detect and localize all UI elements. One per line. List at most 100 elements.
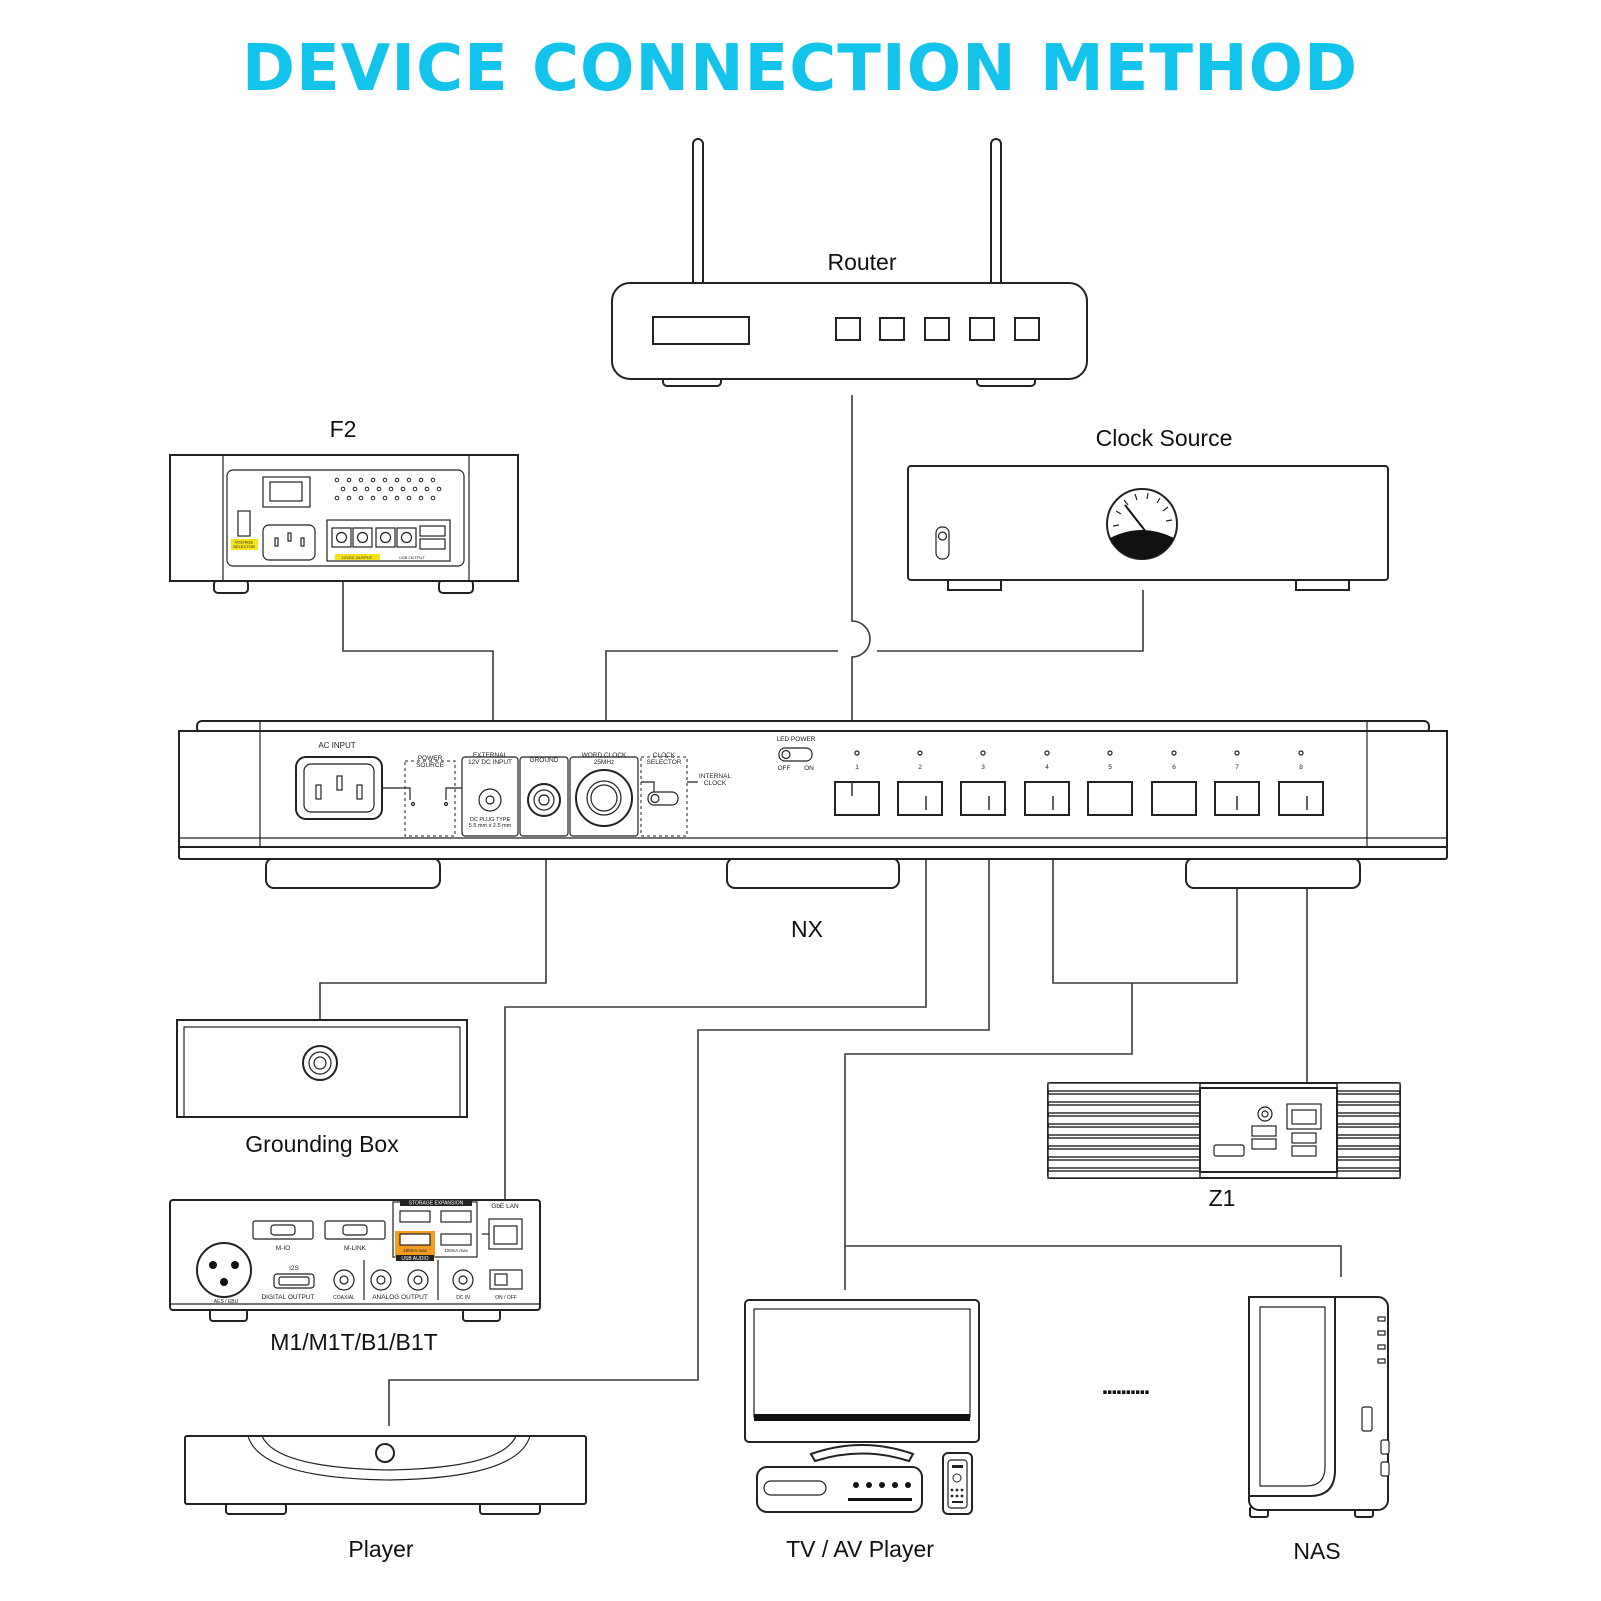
z1-lan-port-inner (1291, 1109, 1317, 1125)
m1-analog-left-core (376, 1275, 386, 1285)
nx-power-source-lines (382, 787, 462, 800)
nx-led-power-knob (781, 749, 791, 760)
m1-analog-right-jack (407, 1269, 429, 1291)
nx-port-3-number: 3 (981, 764, 985, 771)
nx-port-3: 3 (960, 750, 1006, 816)
nx-internal-clock-label-2: CLOCK (704, 780, 727, 787)
f2-voltage-label-bg (231, 539, 258, 550)
m1-analog-output-label: ANALOG OUTPUT (372, 1294, 428, 1301)
nx-port-5-jack (1087, 781, 1133, 816)
f2-voltage-label-2: SELECTOR (233, 544, 255, 549)
clock-source-device (907, 465, 1389, 591)
m1-xlr-pin-2 (231, 1261, 239, 1269)
m1-coaxial-jack (333, 1269, 355, 1291)
nx-port-6: 6 (1151, 750, 1197, 816)
nas-led-3 (1377, 1344, 1386, 1350)
m1-analog-left-jack (370, 1269, 392, 1291)
f2-device: VOLTAGE SELECTOR 12VDC OUTPUT USB OUTPUT (169, 454, 519, 594)
nas-led-2 (1377, 1330, 1386, 1336)
nx-port-2-jack (897, 781, 943, 816)
f2-voltage-switch (237, 510, 251, 537)
tv-stand (809, 1444, 915, 1463)
av-player-bar (848, 1498, 912, 1501)
m1-usb-audio-label: USB AUDIO (401, 1256, 428, 1262)
nx-led-power-switch (778, 747, 813, 762)
m1-usb-audio-label-bg (396, 1255, 434, 1261)
m1-usb-current-2: 100mA max (444, 1248, 469, 1253)
nx-led-off-label: OFF (778, 765, 791, 772)
nx-foot-center (726, 857, 900, 889)
f2-dc-out-4-ring (400, 531, 413, 544)
z1-device (1047, 1082, 1401, 1179)
m1-i2s-port (273, 1273, 315, 1289)
nx-dc-plug-label-1: DC PLUG TYPE (470, 817, 511, 823)
av-player-display (763, 1480, 827, 1496)
nx-clock-selector-label-1: CLOCK (653, 752, 676, 759)
nx-port-2-number: 2 (918, 764, 922, 771)
nx-port-4-jack (1024, 781, 1070, 816)
nx-ground-terminal-ring (533, 789, 555, 811)
m1-digital-output-label: DIGITAL OUTPUT (261, 1294, 314, 1301)
grounding-box-device (176, 1019, 468, 1118)
router-antenna-left (692, 138, 704, 288)
nx-port-8: 8 (1278, 750, 1324, 816)
player-disc-tray (247, 1435, 531, 1481)
m1-m-io-port (252, 1220, 314, 1240)
nx-ac-pin-r (356, 784, 363, 800)
nx-dc-input-jack-pin (485, 795, 495, 805)
m1-analog-right-core (413, 1275, 423, 1285)
nas-led-1 (1377, 1316, 1386, 1322)
router-label: Router (827, 249, 896, 275)
nx-led-on-label: ON (804, 765, 814, 772)
clock-meter-base (1110, 530, 1174, 559)
m1-storage-expansion-label-bg (400, 1199, 472, 1206)
f2-output-label-b: USB OUTPUT (399, 555, 425, 560)
av-player-dots (853, 1482, 911, 1488)
clock-switch-knob (937, 531, 948, 541)
nx-ground-terminal-core (538, 794, 550, 806)
wire-port3-player (388, 810, 990, 1426)
f2-output-label-bg (335, 554, 380, 560)
f2-dc-out-2-ring (356, 531, 369, 544)
router-device (611, 138, 1088, 387)
m1-aes-ebu-label: AES / EBU (214, 1299, 239, 1305)
z1-lan-port (1286, 1103, 1322, 1130)
tv-screen (753, 1308, 971, 1418)
m1-m-link-label: M-LINK (344, 1245, 367, 1252)
m1-gbe-lan-inner (493, 1225, 518, 1245)
grounding-box-terminal (302, 1045, 338, 1081)
nx-port-wire-stubs (851, 782, 1308, 810)
player-label: Player (348, 1536, 414, 1562)
nx-clock-selector-switch (647, 791, 679, 806)
f2-dc-out-3-ring (379, 531, 392, 544)
clock-power-switch (935, 526, 950, 560)
m1-device: AES / EBU M-IO M-LINK STORAGE EXPANSION … (169, 1199, 541, 1322)
nx-dc-plug-label-2: 5.5 mm x 2.5 mm (469, 823, 512, 829)
m1-m-io-inner (270, 1224, 296, 1236)
z1-usb-port-2 (1251, 1138, 1277, 1150)
m1-usb-port-4 (440, 1233, 472, 1246)
nx-word-clock-bnc (575, 769, 633, 827)
f2-usb-out-1 (419, 525, 446, 537)
nx-ground-terminal (527, 783, 561, 817)
m1-m-link-inner (342, 1224, 368, 1236)
nas-led-4 (1377, 1358, 1386, 1364)
nas-side-button-1 (1380, 1439, 1390, 1455)
nx-clock-selector-knob (650, 793, 660, 804)
m1-dc-in-label: DC IN (456, 1295, 470, 1301)
nx-internal-clock-label-1: INTERNAL (699, 773, 732, 780)
wire-port2-m1 (504, 810, 927, 1239)
nx-ac-pin-m (336, 775, 343, 791)
nx-power-source-label-1: POWER (418, 755, 443, 762)
z1-fins-left (1047, 1082, 1201, 1179)
m1-dc-in-core (458, 1275, 468, 1285)
m1-m-io-label: M-IO (276, 1245, 290, 1252)
grounding-box-terminal-core (313, 1056, 327, 1070)
z1-usb-port-1 (1251, 1125, 1277, 1137)
m1-on-off-label: ON / OFF (495, 1295, 517, 1301)
nx-word-clock-bnc-ring (586, 780, 622, 816)
z1-power-button (1257, 1106, 1273, 1122)
nx-port-1-number: 1 (855, 764, 859, 771)
m1-storage-expansion-label: STORAGE EXPANSION (409, 1201, 464, 1207)
